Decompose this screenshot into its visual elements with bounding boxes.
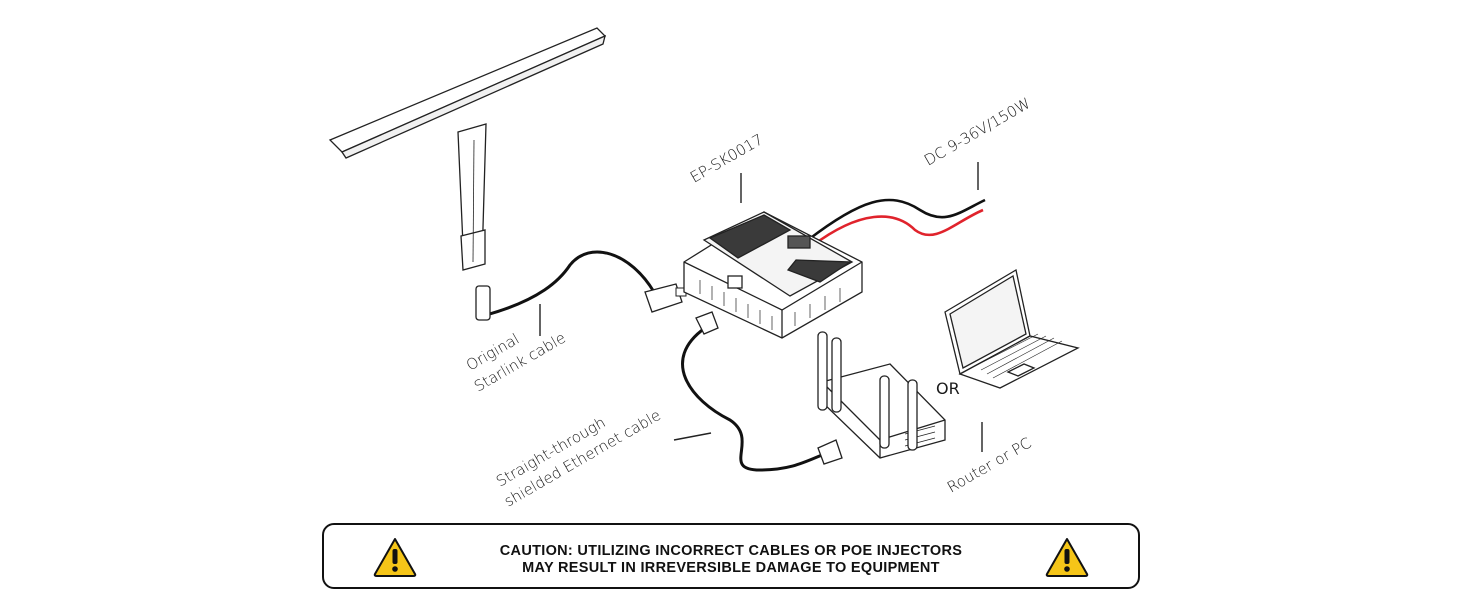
caution-message: CAUTION: UTILIZING INCORRECT CABLES OR P… bbox=[414, 543, 1048, 577]
starlink-dish bbox=[328, 27, 607, 271]
caution-box: CAUTION: UTILIZING INCORRECT CABLES OR P… bbox=[322, 523, 1140, 589]
warning-triangle-icon bbox=[373, 538, 417, 577]
power-spec-label: DC 9-36V/150W bbox=[921, 94, 1034, 169]
router bbox=[817, 331, 946, 459]
starlink-cable bbox=[475, 250, 687, 321]
caution-line-1: CAUTION: UTILIZING INCORRECT CABLES OR P… bbox=[499, 543, 963, 559]
or-label: OR bbox=[936, 379, 960, 398]
device-model-label: EP-SK0017 bbox=[687, 130, 766, 186]
ethernet-cable bbox=[681, 311, 843, 472]
warning-triangle-icon bbox=[1045, 538, 1089, 577]
router-pc-label: Router or PC bbox=[944, 434, 1035, 497]
leader-lines bbox=[539, 162, 983, 452]
converter-box bbox=[683, 211, 863, 339]
power-cables bbox=[807, 198, 986, 248]
caution-line-2: MAY RESULT IN IRREVERSIBLE DAMAGE TO EQU… bbox=[522, 560, 940, 576]
laptop bbox=[944, 268, 1080, 389]
